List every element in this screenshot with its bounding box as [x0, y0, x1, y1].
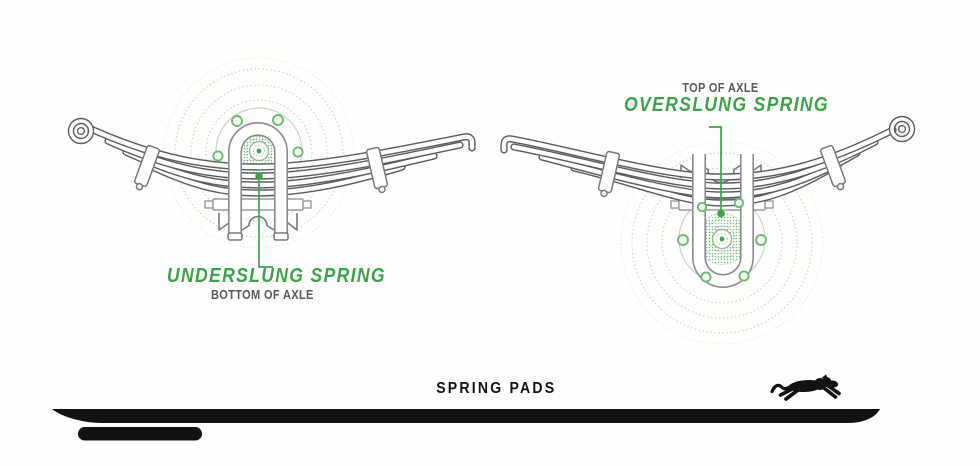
top-of-axle-label: TOP OF AXLE [681, 81, 759, 95]
axle-rings [620, 141, 824, 345]
leaf-clamp [597, 150, 621, 198]
u-bolt [227, 122, 289, 241]
bolt-holes [677, 197, 767, 283]
leaf-clamp [134, 144, 160, 191]
underslung-spring-assembly [67, 57, 476, 268]
torn-edge [218, 213, 298, 231]
bottom-of-axle-label: BOTTOM OF AXLE [210, 288, 314, 302]
spring-pads-label: SPRING PADS [435, 380, 557, 397]
spring-pad-bar [52, 409, 880, 423]
u-bolt [692, 154, 754, 288]
overslung-leader-line [709, 126, 725, 218]
overslung-spring-label: OVERSLUNG SPRING [623, 94, 829, 116]
underslung-leader-line [255, 172, 273, 268]
bolt-holes [212, 114, 304, 162]
leader-dot [717, 209, 725, 218]
overslung-spring-assembly [500, 115, 916, 345]
spring-pad-small [78, 427, 202, 441]
underslung-spring-label: UNDERSLUNG SPRING [166, 265, 386, 287]
cheetah-icon [770, 374, 841, 401]
leaf-clamp [365, 146, 389, 194]
axle-seat-plate [204, 198, 312, 211]
leaf-clamp [820, 144, 846, 191]
leader-dot [255, 172, 263, 180]
spring-eye-icon [67, 117, 95, 145]
spring-eye-icon [888, 115, 916, 143]
